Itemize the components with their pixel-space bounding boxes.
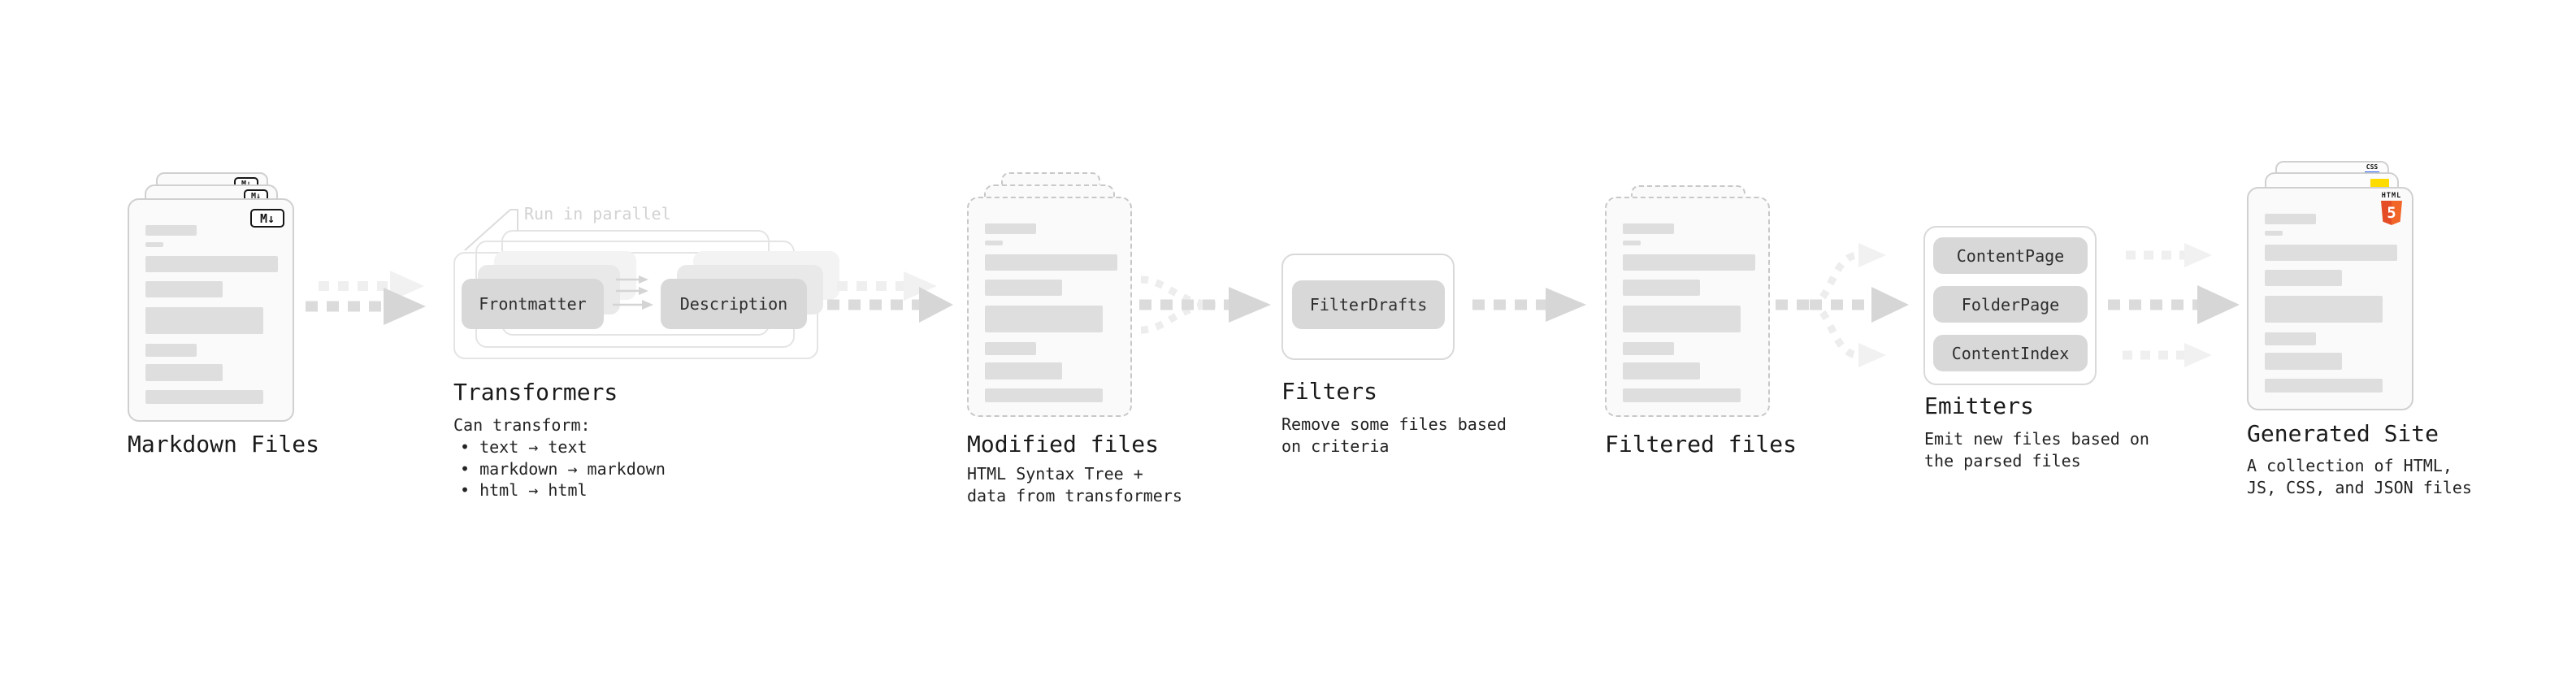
modified-files-desc: HTML Syntax Tree + (967, 464, 1143, 484)
stage-title-transformers: Transformers (453, 379, 618, 406)
flow-arrow-fanout-to-emitters (1776, 243, 1909, 367)
js-file-icon (2370, 179, 2389, 189)
emitter-contentindex-chip: ContentIndex (1933, 335, 2088, 371)
flow-arrow-merge-into-filters (1139, 275, 1271, 334)
doc-text-placeholder-lines (2249, 214, 2412, 393)
stage-title-filters: Filters (1281, 378, 1378, 405)
callout-leader-line (464, 209, 518, 251)
emitters-desc: the parsed files (1924, 451, 2081, 471)
stage-title-filtered-files: Filtered files (1605, 431, 1798, 458)
transformer-frontmatter-chip: Frontmatter (462, 279, 604, 329)
transformers-bullet: • text → text (460, 437, 588, 457)
doc-text-placeholder-lines (969, 223, 1130, 402)
modified-files-desc: data from transformers (967, 486, 1182, 505)
stage-title-modified-files: Modified files (967, 431, 1160, 458)
html5-logo-icon: HTML 5 (2381, 193, 2402, 225)
filters-desc: Remove some files based (1281, 414, 1507, 434)
filters-desc: on criteria (1281, 436, 1390, 456)
emitter-contentpage-chip: ContentPage (1933, 237, 2088, 274)
filter-filterdrafts-chip: FilterDrafts (1292, 280, 1445, 329)
transformers-bullet: • markdown → markdown (460, 459, 666, 479)
transformer-description-chip: Description (661, 279, 807, 329)
flow-arrows-emitters-to-generated (2108, 243, 2240, 367)
flow-arrow-filters-to-filtered (1472, 288, 1586, 322)
markdown-icon: M↓ (250, 209, 284, 228)
stage-title-generated-site: Generated Site (2247, 420, 2439, 447)
flow-arrow-transformers-to-modified (827, 271, 953, 323)
markdown-doc-card-front: M↓ (128, 198, 294, 422)
parallel-arrows-icon (613, 275, 653, 310)
filtered-doc-card-front (1605, 197, 1770, 417)
transformers-desc-heading: Can transform: (453, 415, 591, 435)
emitter-folderpage-chip: FolderPage (1933, 286, 2088, 323)
run-in-parallel-callout: Run in parallel (524, 204, 671, 223)
flow-arrow-markdown-to-transformers (306, 271, 426, 325)
transformers-bullet: • html → html (460, 480, 588, 500)
doc-text-placeholder-lines (1607, 223, 1768, 402)
doc-text-placeholder-lines (129, 225, 293, 404)
generated-site-desc: A collection of HTML, (2247, 456, 2452, 475)
stage-title-markdown-files: Markdown Files (128, 431, 320, 458)
generated-site-desc: JS, CSS, and JSON files (2247, 478, 2472, 497)
generated-doc-card-html: HTML 5 (2247, 187, 2413, 410)
stage-title-emitters: Emitters (1924, 393, 2034, 419)
emitters-desc: Emit new files based on (1924, 429, 2149, 449)
modified-doc-card-front (967, 197, 1132, 417)
